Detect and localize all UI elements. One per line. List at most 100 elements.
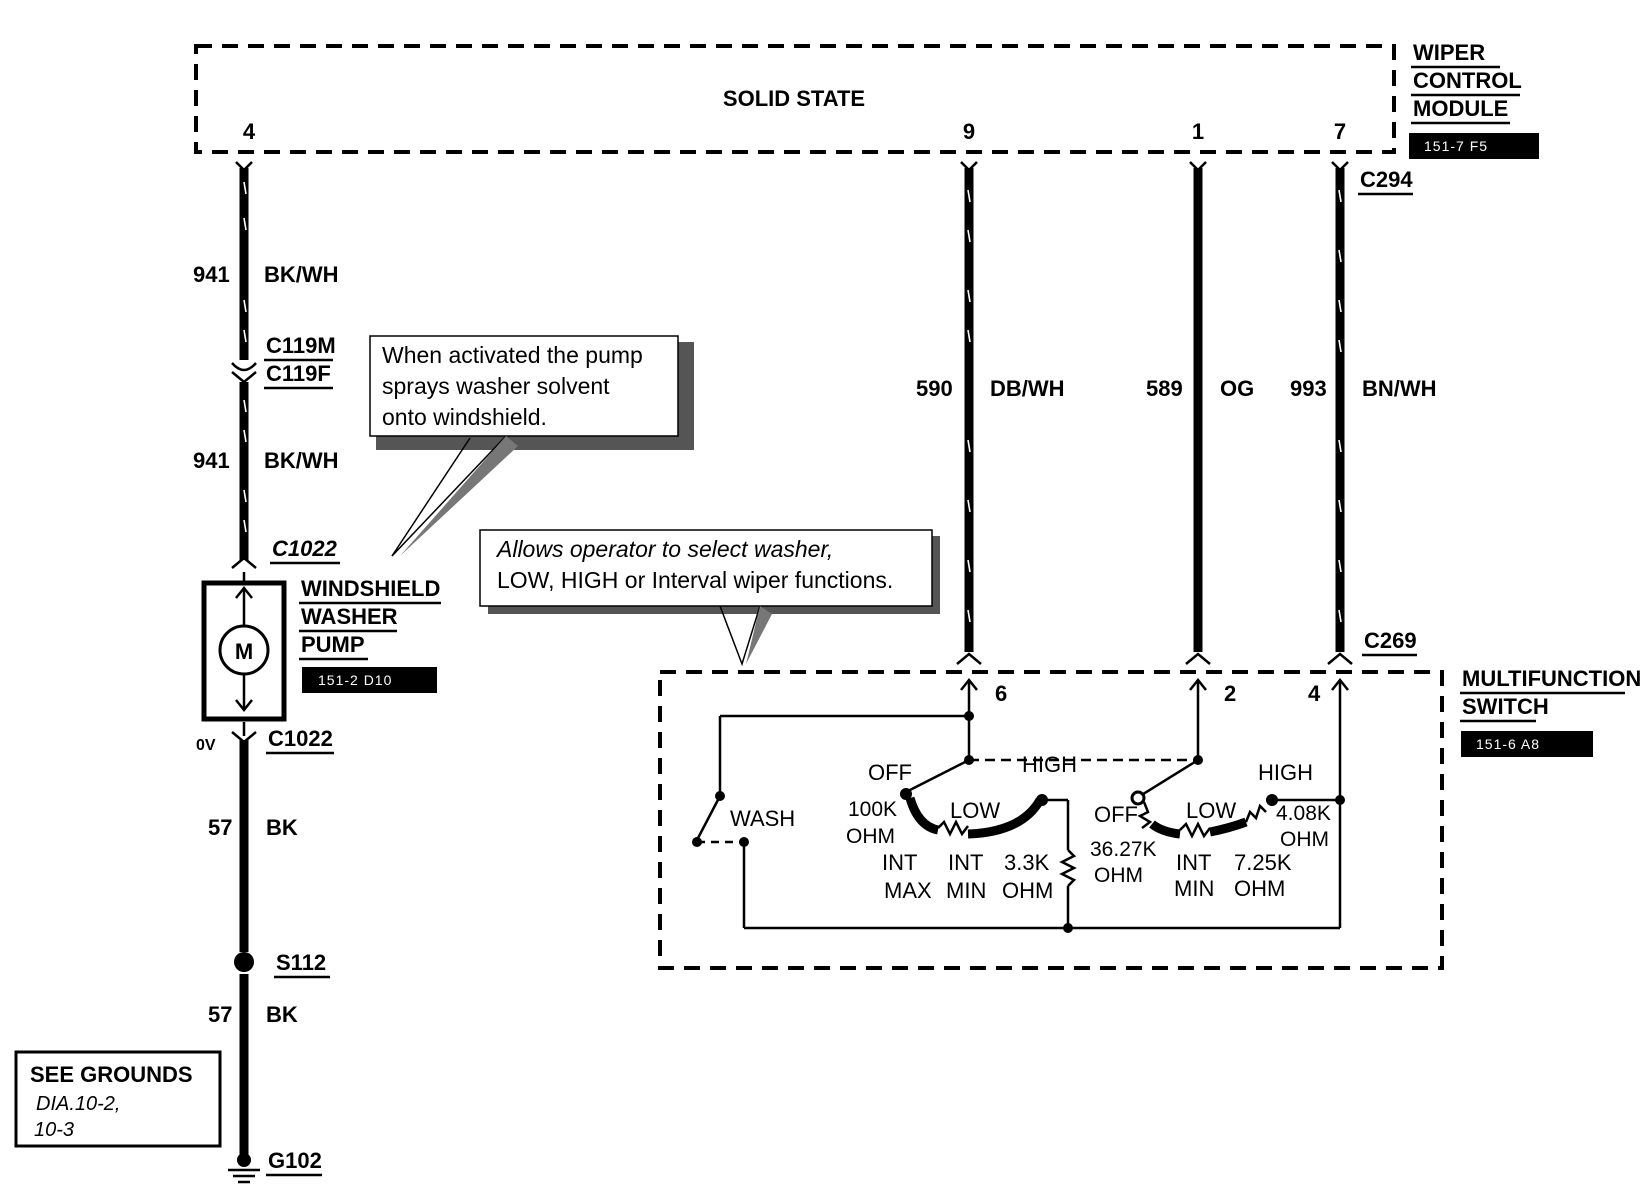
module-pin-7: 7 [1334,119,1346,144]
off-label-1: OFF [868,760,912,785]
pump-note-line-1: When activated the pump [382,342,643,368]
motor-symbol-letter: M [235,639,253,664]
module-title-line-3: MODULE [1413,96,1508,121]
module-pin-1: 1 [1192,119,1204,144]
switch-wires: 590 DB/WH 589 OG 993 BN/WH C269 [916,161,1437,665]
wire-590-circuit: 590 [916,376,953,401]
see-grounds-title: SEE GROUNDS [30,1062,193,1087]
contact-arc-1a [905,796,940,835]
module-pin-9: 9 [963,119,975,144]
resistor-4k08 [1244,803,1267,823]
min-label-2: MIN [1174,876,1214,901]
wire-993-circuit: 993 [1290,376,1327,401]
contact-arc-2a [1149,820,1181,839]
switch-callout-box [479,529,933,607]
switch-pin-6: 6 [995,681,1007,706]
pump-callout-box [369,335,679,437]
resistor-100k [937,819,969,837]
module-title-line-1: WIPER [1413,40,1485,65]
pump-title-line-1: WINDSHIELD [301,576,440,601]
wire-941-upper-circuit: 941 [193,262,230,287]
ground-g102-label: G102 [268,1148,322,1173]
low-label-1: LOW [950,798,1000,823]
int-label-3: INT [1176,850,1211,875]
see-grounds-box [14,1050,222,1148]
switch-callout: Allows operator to select washer, LOW, H… [479,529,940,667]
splice-s112-label: S112 [276,950,326,975]
wash-label: WASH [730,806,795,831]
see-grounds-line-2: 10-3 [34,1119,74,1141]
wire-590-color: DB/WH [990,376,1065,401]
module-ref-tag [1409,133,1539,159]
module-pin-4: 4 [243,119,256,144]
high-label-1: HIGH [1022,752,1077,777]
min-label-1: MIN [946,878,986,903]
switch-pin-2: 2 [1224,681,1236,706]
resistor-3k3-unit: OHM [1002,878,1053,903]
connector-c1022-bottom: C1022 [268,726,333,751]
voltage-label: 0V [196,737,216,754]
wire-589-color: OG [1220,376,1254,401]
resistor-100k-label: 100K [848,798,897,821]
resistor-4k08-unit: OHM [1280,828,1329,851]
pump-ref-tag [302,667,437,693]
resistor-4k08-label: 4.08K [1276,802,1331,825]
high-label-2: HIGH [1258,760,1313,785]
off-label-2: OFF [1094,802,1138,827]
module-ref-text: 151-7 F5 [1424,138,1488,154]
switch-outline [658,670,1444,970]
connector-c269: C269 [1364,628,1417,653]
pump-title-line-3: PUMP [301,632,365,657]
resistor-100k-unit: OHM [846,825,895,848]
wire-57-lower-color: BK [266,1002,298,1027]
pump-circuit: 941 BK/WH C119M C119F 941 BK/WH C1022 M … [14,161,441,1184]
motor-symbol [218,624,270,676]
multifunction-switch: MULTIFUNCTION SWITCH 151-6 A8 6 2 4 WASH [658,666,1641,970]
pump-title-line-2: WASHER [301,604,398,629]
wire-941-upper-color: BK/WH [264,262,339,287]
pump-note-line-3: onto windshield. [382,404,547,430]
pump-callout: When activated the pump sprays washer so… [369,335,694,557]
switch-title-line-1: MULTIFUNCTION [1462,666,1641,691]
module-title-line-2: CONTROL [1413,68,1522,93]
resistor-7k25-label: 7.25K [1234,850,1292,875]
switch-ref-text: 151-6 A8 [1476,736,1540,752]
switch-title-line-2: SWITCH [1462,694,1549,719]
wire-57-lower-circuit: 57 [208,1002,232,1027]
contact-arc-2b [1209,817,1248,837]
switch-note-line-1: Allows operator to select washer, [495,536,833,562]
switch-pin-4: 4 [1308,681,1321,706]
connector-c119f: C119F [266,361,331,386]
splice-s112 [234,952,254,972]
wire-993-color: BN/WH [1362,376,1437,401]
wire-589-circuit: 589 [1146,376,1183,401]
ground-g102-dot [237,1153,251,1167]
connector-c1022-top: C1022 [272,536,338,561]
resistor-7k25 [1179,821,1211,839]
contact-arc-1b [967,797,1044,839]
wire-57-upper-color: BK [266,815,298,840]
resistor-3k3-label: 3.3K [1004,850,1050,875]
resistor-7k25-unit: OHM [1234,876,1285,901]
pump-ref-text: 151-2 D10 [318,672,392,688]
switch-note-line-2: LOW, HIGH or Interval wiper functions. [497,567,893,593]
switch-ref-tag [1461,731,1593,757]
wiper-control-module: SOLID STATE WIPER CONTROL MODULE 151-7 F… [194,40,1539,196]
wire-941-lower-circuit: 941 [193,448,230,473]
connector-c119-symbol [231,362,257,372]
int-label-2: INT [948,850,983,875]
wire-941-lower-color: BK/WH [264,448,339,473]
int-label-1: INT [882,850,917,875]
connector-c1022-top-symbol [231,556,257,569]
connector-c294: C294 [1360,167,1413,192]
resistor-3k3 [1059,849,1077,887]
wash-switch-contact [695,795,722,841]
module-solid-state-label: SOLID STATE [723,86,865,111]
max-label: MAX [884,878,932,903]
resistor-36k27-label: 36.27K [1090,838,1157,861]
module-outline [194,44,1396,154]
see-grounds-line-1: DIA.10-2, [36,1093,120,1115]
pump-note-line-2: sprays washer solvent [382,373,610,399]
wire-57-upper-circuit: 57 [208,815,232,840]
